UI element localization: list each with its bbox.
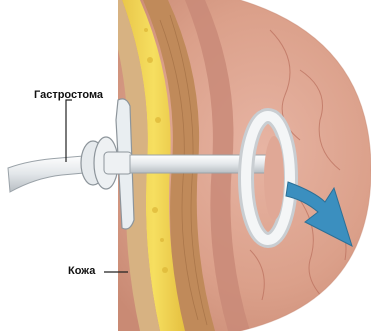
skin-label: Кожа [68,265,95,277]
gastrostomy-label: Гастростома [34,89,103,101]
internal-bumper-inner [264,136,284,220]
tube-shaft [130,155,280,173]
gastrostomy-leader-line [66,100,72,162]
flange-hub [104,152,132,174]
